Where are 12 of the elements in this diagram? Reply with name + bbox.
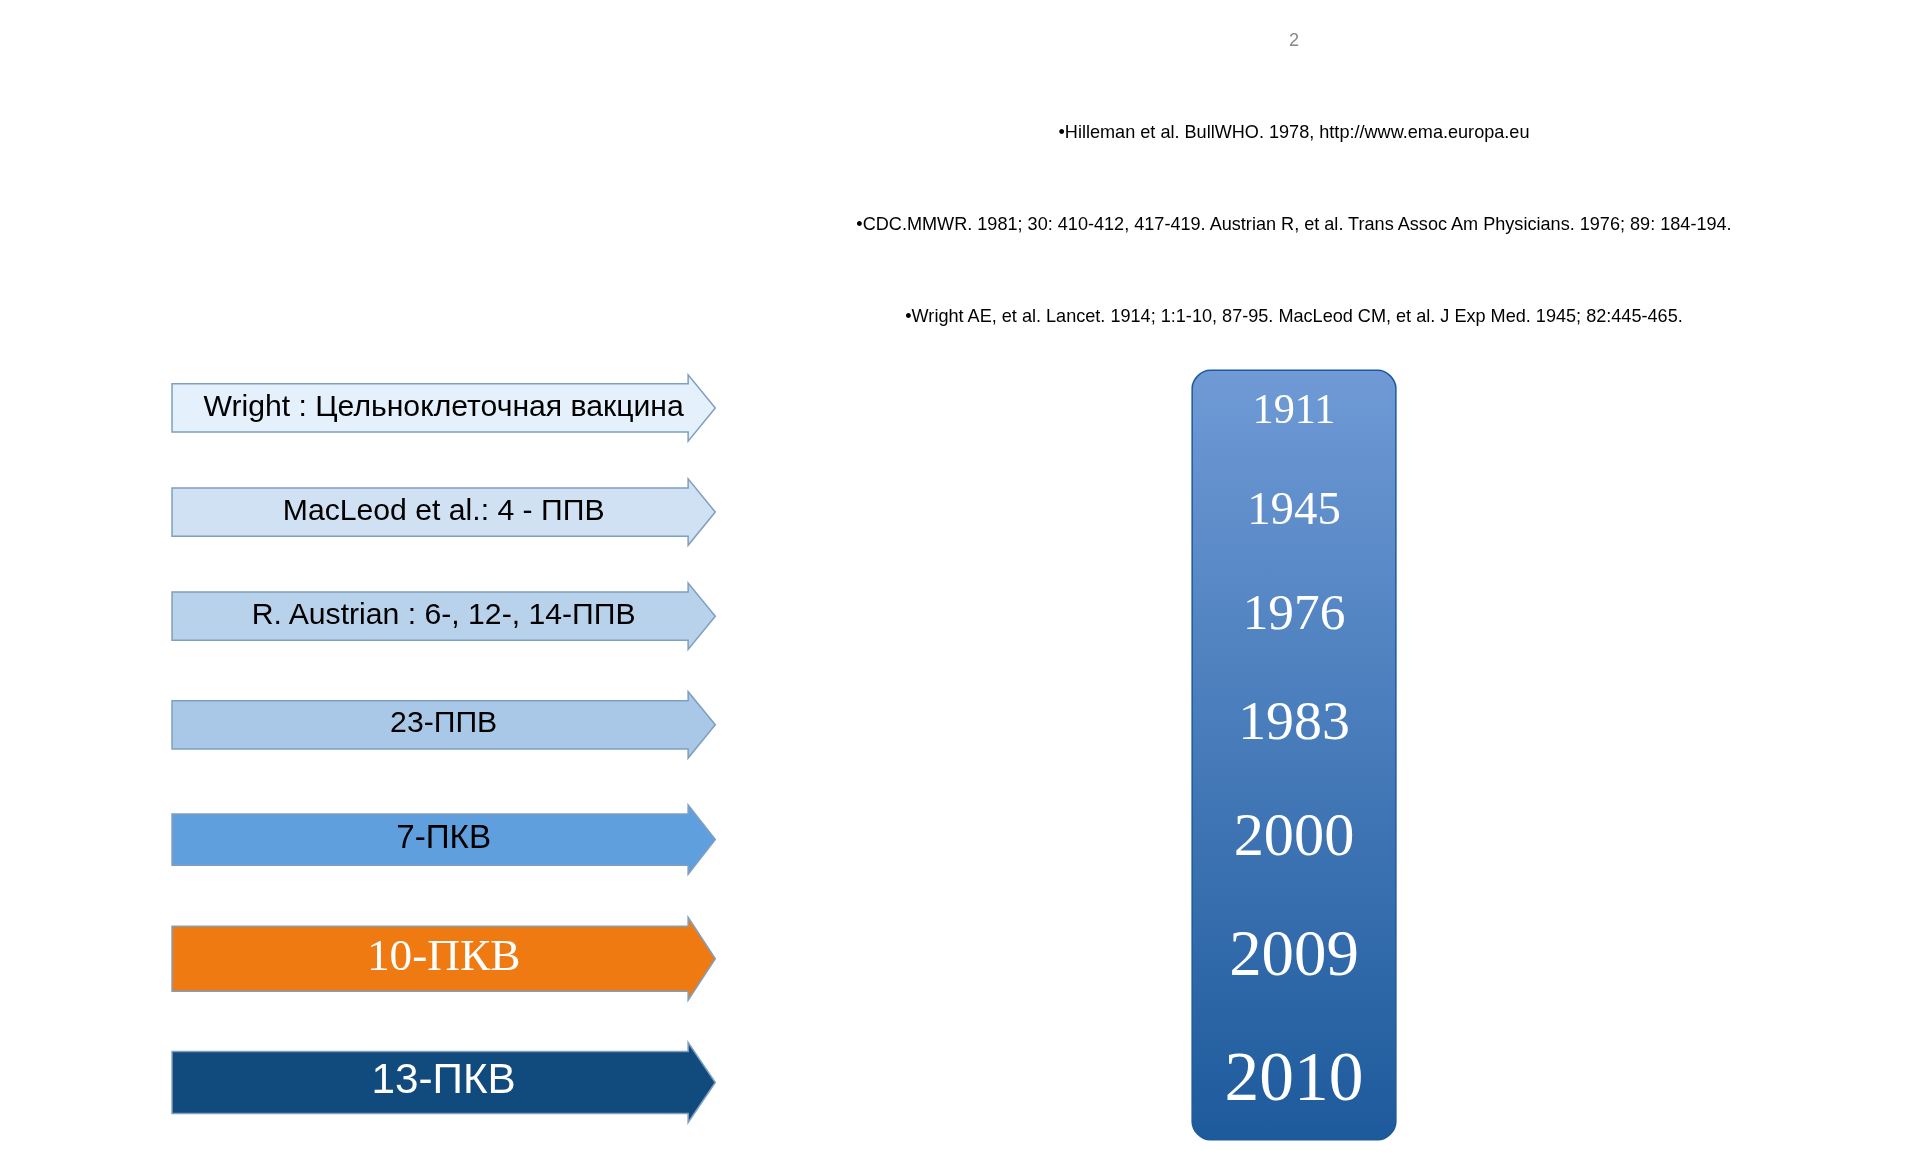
node-text: 2000 — [1233, 800, 1355, 868]
node-text: 1976 — [1242, 583, 1346, 641]
label: •CDC.MMWR. 1981; 30: 410-412, 417-419. Austrian R, et al. Trans Assoc Am Physicians. 1976; 89: 184-194. — [856, 214, 1732, 235]
cluster — [1191, 369, 1397, 1141]
node-text: 1911 — [1252, 384, 1336, 432]
label: •Wright AE, et al. Lancet. 1914; 1:1-10, 87-95. MacLeod CM, et al. J Exp Med. 1945; 82:445-465. — [905, 306, 1683, 327]
label: 2 — [1288, 29, 1300, 50]
node-text: 2010 — [1224, 1037, 1364, 1115]
label: •Hilleman et al. BullWHO. 1978, http://www.ema.europa.eu — [1058, 121, 1530, 142]
node-text: 2009 — [1229, 917, 1359, 990]
node-text: 1945 — [1247, 481, 1341, 534]
node-text: 1983 — [1238, 688, 1350, 751]
